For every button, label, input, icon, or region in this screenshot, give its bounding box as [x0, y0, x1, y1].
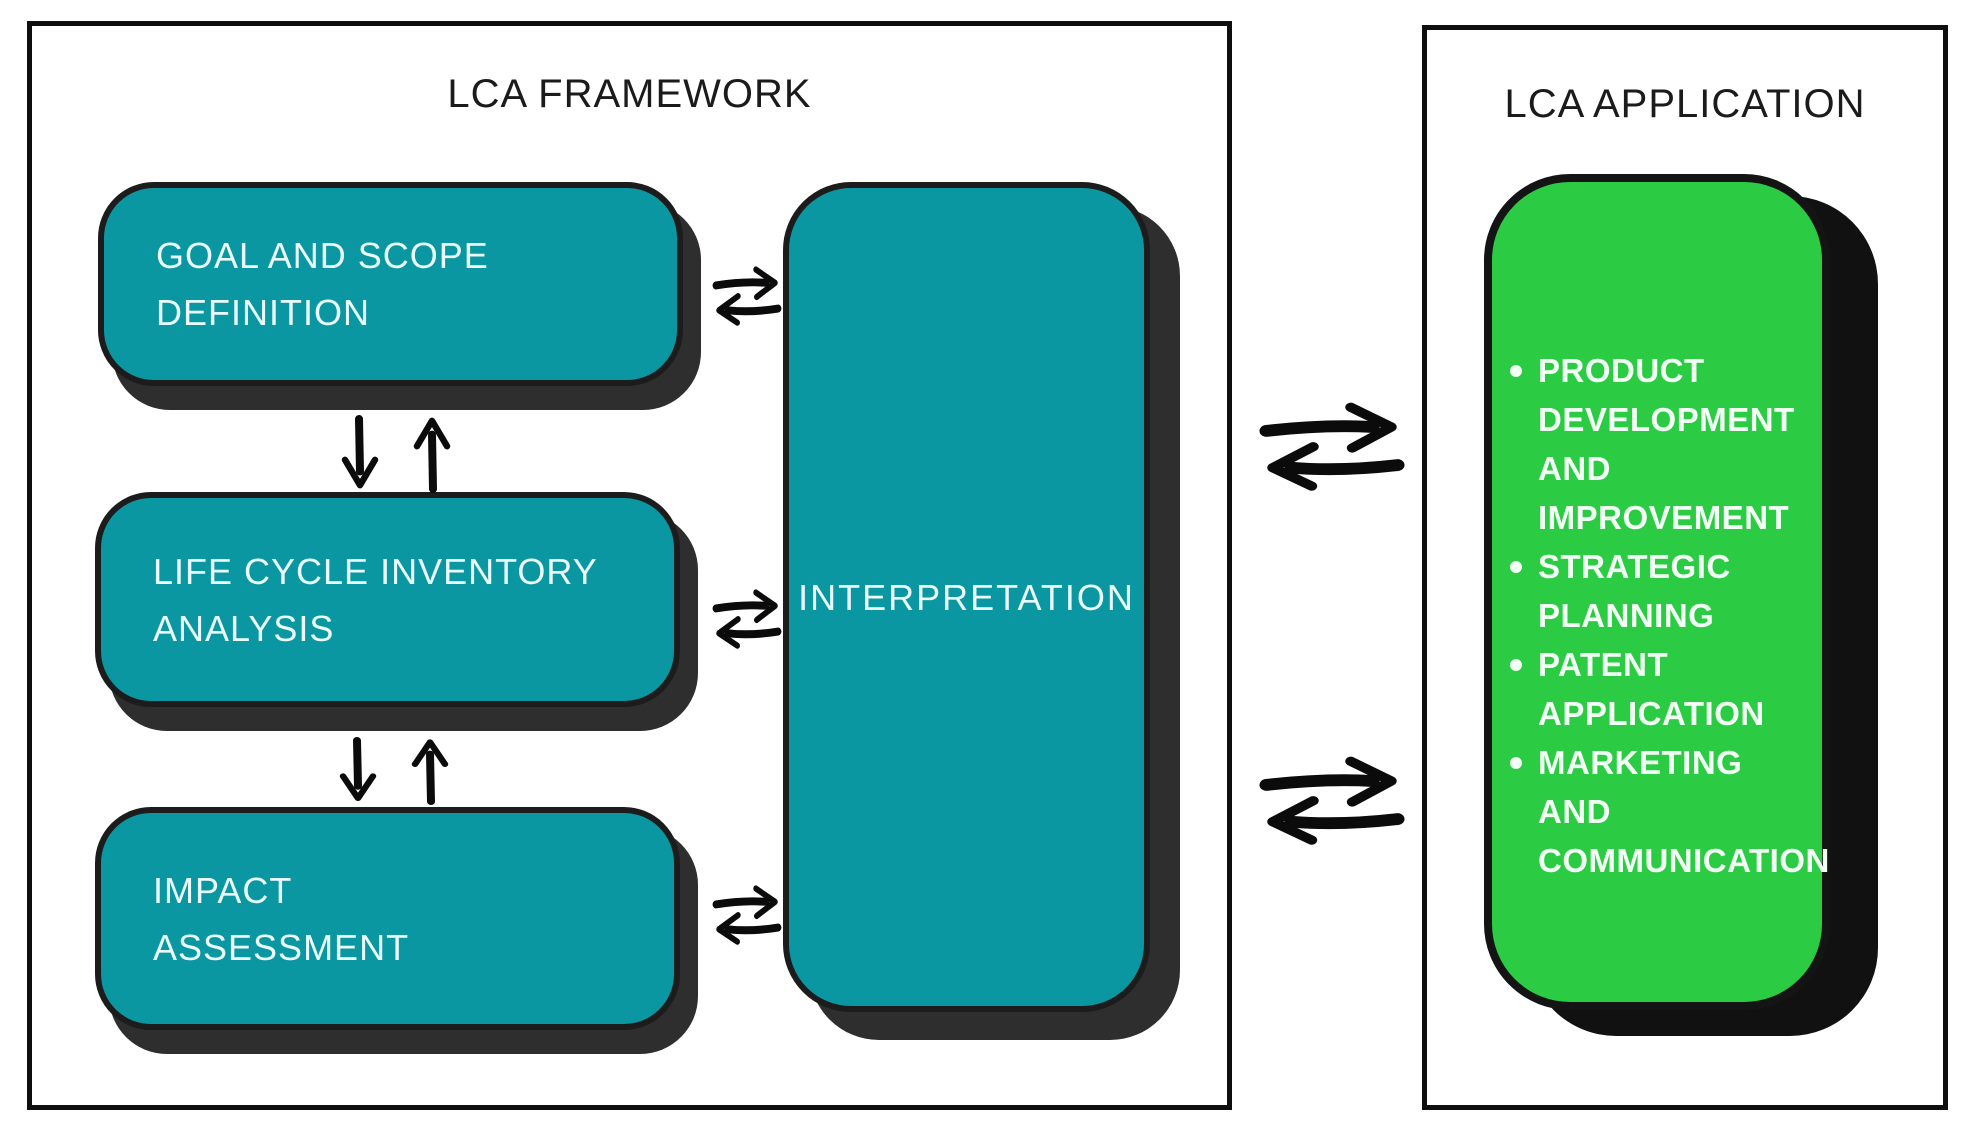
framework-title: LCA FRAMEWORK	[447, 72, 812, 116]
down-up-arrows-icon	[335, 737, 455, 805]
impact-assessment-box: IMPACT ASSESSMENT	[95, 807, 680, 1030]
inventory-line1: LIFE CYCLE INVENTORY	[153, 550, 598, 592]
list-item: MARKETING AND COMMUNICATION	[1506, 738, 1829, 885]
list-item: PATENT APPLICATION	[1506, 640, 1818, 738]
application-box: PRODUCT DEVELOPMENT AND IMPROVEMENT STRA…	[1484, 174, 1830, 1010]
interpretation-box: INTERPRETATION	[783, 182, 1150, 1012]
list-item-label: STRATEGIC PLANNING	[1538, 548, 1731, 634]
bullet-icon	[1510, 365, 1522, 377]
left-right-arrows-icon	[710, 266, 784, 328]
goal-and-scope-box: GOAL AND SCOPE DEFINITION	[98, 182, 683, 386]
left-right-arrows-icon	[710, 885, 784, 947]
bullet-icon	[1510, 561, 1522, 573]
lca-application-frame: LCA APPLICATION PRODUCT DEVELOPMENT AND …	[1422, 25, 1948, 1110]
exchange-arrows-icon	[1254, 402, 1410, 494]
goal-line2: DEFINITION	[156, 292, 370, 333]
exchange-arrows-icon	[1254, 756, 1410, 848]
bullet-icon	[1510, 757, 1522, 769]
interpretation-label: INTERPRETATION	[798, 576, 1135, 618]
down-up-arrows-icon	[337, 415, 457, 493]
application-list: PRODUCT DEVELOPMENT AND IMPROVEMENT STRA…	[1506, 346, 1829, 885]
impact-line2: ASSESSMENT	[153, 926, 410, 968]
application-title: LCA APPLICATION	[1504, 82, 1866, 126]
bullet-icon	[1510, 659, 1522, 671]
life-cycle-inventory-box: LIFE CYCLE INVENTORY ANALYSIS	[95, 492, 680, 707]
list-item-label: PRODUCT DEVELOPMENT AND IMPROVEMENT	[1538, 352, 1795, 536]
impact-line1: IMPACT	[153, 869, 293, 911]
left-right-arrows-icon	[710, 589, 784, 651]
inventory-line2: ANALYSIS	[153, 607, 335, 649]
list-item: PRODUCT DEVELOPMENT AND IMPROVEMENT	[1506, 346, 1818, 542]
lca-framework-frame: LCA FRAMEWORK GOAL AND SCOPE DEFINITION …	[27, 21, 1232, 1110]
list-item-label: PATENT APPLICATION	[1538, 646, 1765, 732]
list-item: STRATEGIC PLANNING	[1506, 542, 1818, 640]
goal-line1: GOAL AND SCOPE	[156, 235, 489, 276]
list-item-label: MARKETING AND COMMUNICATION	[1538, 744, 1830, 879]
